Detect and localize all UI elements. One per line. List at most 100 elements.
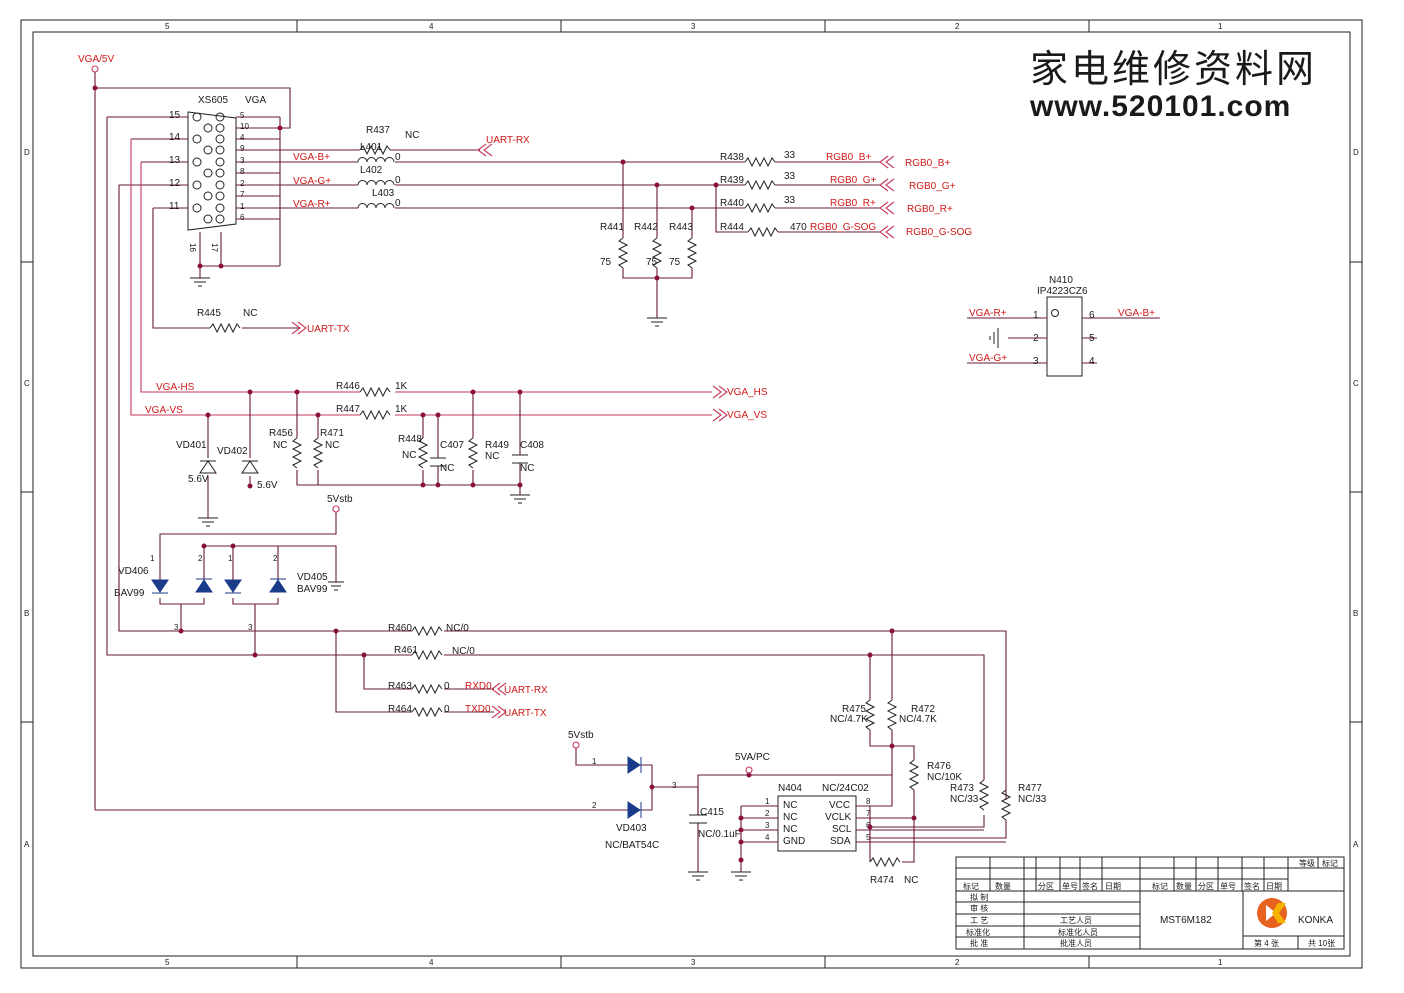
c408-label: C408 bbox=[520, 440, 544, 451]
n404-pin: NC bbox=[783, 800, 797, 811]
n404-pin: VCLK bbox=[825, 812, 851, 823]
capacitor-c407 bbox=[430, 457, 446, 467]
net-label: RGB0_G-SOG bbox=[810, 222, 876, 233]
r476-value: NC/10K bbox=[927, 772, 962, 783]
pin-num: 10 bbox=[240, 122, 249, 131]
col-label: 4 bbox=[429, 958, 434, 967]
offpage-label: RGB0_G-SOG bbox=[906, 227, 972, 238]
r464-label: R464 bbox=[388, 704, 412, 715]
row-label: D bbox=[1353, 148, 1359, 157]
ground-icon bbox=[688, 871, 708, 881]
resistor-r442 bbox=[651, 237, 663, 269]
diode-vd405b bbox=[269, 579, 287, 593]
tb-role: 标准化 bbox=[966, 927, 990, 937]
n410-net: VGA-G+ bbox=[969, 353, 1007, 364]
ground-icon bbox=[198, 517, 218, 527]
tb-person: 工艺人员 bbox=[1060, 916, 1092, 925]
n404-pin: NC bbox=[783, 812, 797, 823]
pin-num: 2 bbox=[240, 179, 245, 188]
r439-value: 33 bbox=[784, 171, 796, 182]
resistor-r464 bbox=[411, 706, 443, 718]
pin-num: 11 bbox=[169, 201, 180, 212]
pin-num: 9 bbox=[240, 144, 245, 153]
watermark-cn: 家电维修资料网 bbox=[1030, 47, 1317, 91]
resistor-r463 bbox=[411, 683, 443, 695]
tb-role: 工 艺 bbox=[970, 916, 988, 925]
vstb-label: 5Vstb bbox=[327, 494, 353, 505]
col-label: 2 bbox=[955, 22, 960, 31]
inductor-l401 bbox=[357, 157, 395, 163]
r474-label: R474 bbox=[870, 875, 894, 886]
tb-role: 批 准 bbox=[970, 938, 988, 948]
r441-label: R441 bbox=[600, 222, 624, 233]
pin-num: 2 bbox=[592, 801, 597, 810]
pin-num: 1 bbox=[1033, 310, 1039, 321]
resistor-r444 bbox=[747, 226, 779, 238]
vd406-label: VD406 bbox=[118, 566, 149, 577]
r476-label: R476 bbox=[927, 761, 951, 772]
offpage-arrow-icon bbox=[477, 143, 493, 157]
n404-part: NC/24C02 bbox=[822, 783, 869, 794]
r437-value: NC bbox=[405, 130, 419, 141]
pin-num: 3 bbox=[765, 821, 770, 830]
tb-role: 拟 制 bbox=[970, 892, 988, 902]
l403-value: 0 bbox=[395, 198, 401, 209]
vga-hs-out: VGA_HS bbox=[727, 387, 768, 398]
r442-value: 75 bbox=[646, 257, 658, 268]
diode-vd406a bbox=[151, 579, 169, 593]
uart-tx-label: UART-TX bbox=[307, 324, 350, 335]
pin-num: 4 bbox=[240, 133, 245, 142]
row-label: B bbox=[24, 609, 29, 618]
pin-num: 8 bbox=[866, 797, 871, 806]
konka-logo-icon bbox=[1257, 898, 1287, 928]
watermark-url: www.520101.com bbox=[1029, 90, 1291, 123]
vd401-value: 5.6V bbox=[188, 474, 209, 485]
title-block bbox=[955, 856, 1345, 950]
diode-vd406b bbox=[195, 579, 213, 593]
col-label: 5 bbox=[165, 22, 170, 31]
r463-value: 0 bbox=[444, 681, 450, 692]
r448-label: R448 bbox=[398, 434, 422, 445]
col-label: 3 bbox=[691, 22, 696, 31]
offpage-arrow-icon bbox=[712, 385, 728, 422]
c415-value: NC/0.1uF bbox=[698, 829, 741, 840]
col-label: 5 bbox=[165, 958, 170, 967]
col-label: 1 bbox=[1218, 958, 1223, 967]
tb-col: 单号 bbox=[1062, 881, 1078, 891]
r456-value: NC bbox=[273, 440, 287, 451]
tb-col: 数量 bbox=[995, 881, 1011, 891]
tb-col: 签名 bbox=[1082, 881, 1098, 891]
r444-value: 470 bbox=[790, 222, 807, 233]
pin-num: 4 bbox=[765, 833, 770, 842]
capacitor-c415 bbox=[689, 814, 707, 824]
r440-value: 33 bbox=[784, 195, 796, 206]
pin-num: 6 bbox=[240, 213, 245, 222]
n404-pin: NC bbox=[783, 824, 797, 835]
net-label: VGA-G+ bbox=[293, 176, 331, 187]
pin-num: 2 bbox=[1033, 333, 1039, 344]
resistor-r438 bbox=[744, 156, 776, 168]
pin-num: 7 bbox=[240, 190, 245, 199]
tb-col: 日期 bbox=[1266, 882, 1282, 891]
l401-value: 0 bbox=[395, 152, 401, 163]
diode-vd403a bbox=[627, 756, 641, 774]
c407-value: NC bbox=[440, 463, 454, 474]
pin-num: 16 bbox=[188, 243, 197, 252]
pin-num: 4 bbox=[1089, 356, 1095, 367]
net-label: RGB0_G+ bbox=[830, 175, 877, 186]
vd406-value: BAV99 bbox=[114, 588, 145, 599]
diode-vd403b bbox=[627, 801, 641, 819]
resistor-r447 bbox=[359, 409, 391, 421]
r473-value: NC/33 bbox=[950, 794, 979, 805]
r475-value: NC/4.7K bbox=[830, 714, 868, 725]
r438-label: R438 bbox=[720, 152, 744, 163]
capacitor-c408 bbox=[512, 454, 528, 464]
resistor-r473 bbox=[978, 779, 990, 811]
vs-net: VGA-VS bbox=[145, 405, 183, 416]
zener-vd401 bbox=[199, 460, 217, 474]
l403-label: L403 bbox=[372, 188, 395, 199]
resistor-r476 bbox=[908, 759, 920, 791]
r472-value: NC/4.7K bbox=[899, 714, 937, 725]
n410-net: VGA-R+ bbox=[969, 308, 1007, 319]
pin-num: 12 bbox=[169, 178, 181, 189]
